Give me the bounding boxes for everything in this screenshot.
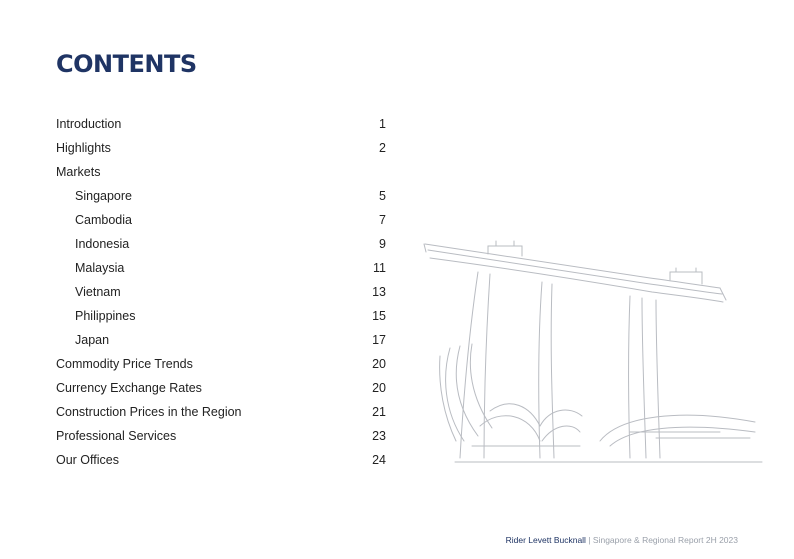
toc-item-page-number: 13: [372, 285, 386, 299]
footer-separator: |: [588, 535, 591, 545]
toc-item-label: Japan: [75, 333, 110, 347]
footer: Rider Levett Bucknall | Singapore & Regi…: [506, 535, 738, 545]
toc-item-our-offices[interactable]: Our Offices 24: [56, 448, 386, 472]
toc-item-commodity-price-trends[interactable]: Commodity Price Trends 20: [56, 352, 386, 376]
toc-item-label: Construction Prices in the Region: [56, 405, 242, 419]
toc-item-malaysia[interactable]: Malaysia 11: [56, 256, 386, 280]
toc-item-currency-exchange-rates[interactable]: Currency Exchange Rates 20: [56, 376, 386, 400]
toc-item-page-number: 11: [373, 261, 386, 275]
toc-item-vietnam[interactable]: Vietnam 13: [56, 280, 386, 304]
toc-item-label: Markets: [56, 165, 101, 179]
toc-item-page-number: 9: [379, 237, 386, 251]
toc-item-page-number: 2: [379, 141, 386, 155]
toc-item-page-number: 24: [372, 453, 386, 467]
page-title: CONTENTS: [56, 50, 197, 78]
toc-item-page-number: 7: [379, 213, 386, 227]
toc-item-page-number: 5: [379, 189, 386, 203]
toc-item-label: Cambodia: [75, 213, 132, 227]
marina-bay-sands-sketch-icon: [420, 236, 765, 471]
toc-item-philippines[interactable]: Philippines 15: [56, 304, 386, 328]
toc-item-introduction[interactable]: Introduction 1: [56, 112, 386, 136]
toc-item-indonesia[interactable]: Indonesia 9: [56, 232, 386, 256]
toc-item-professional-services[interactable]: Professional Services 23: [56, 424, 386, 448]
toc-item-highlights[interactable]: Highlights 2: [56, 136, 386, 160]
toc-item-japan[interactable]: Japan 17: [56, 328, 386, 352]
toc-item-label: Malaysia: [75, 261, 125, 275]
toc-item-page-number: 15: [372, 309, 386, 323]
toc-item-label: Indonesia: [75, 237, 130, 251]
toc-item-page-number: 23: [372, 429, 386, 443]
toc-item-construction-prices[interactable]: Construction Prices in the Region 21: [56, 400, 386, 424]
toc-item-page-number: 17: [372, 333, 386, 347]
toc-item-markets[interactable]: Markets: [56, 160, 386, 184]
toc-item-label: Highlights: [56, 141, 111, 155]
toc-item-label: Our Offices: [56, 453, 119, 467]
toc-item-label: Singapore: [75, 189, 132, 203]
toc-item-label: Introduction: [56, 117, 122, 131]
toc-item-label: Vietnam: [75, 285, 121, 299]
toc-item-singapore[interactable]: Singapore 5: [56, 184, 386, 208]
toc-item-label: Philippines: [75, 309, 136, 323]
footer-report-title: Singapore & Regional Report 2H 2023: [592, 535, 738, 545]
toc-item-page-number: 20: [372, 381, 386, 395]
footer-brand: Rider Levett Bucknall: [505, 535, 586, 545]
toc-item-label: Currency Exchange Rates: [56, 381, 202, 395]
toc-item-page-number: 21: [372, 405, 386, 419]
toc-item-page-number: 20: [372, 357, 386, 371]
toc-item-label: Professional Services: [56, 429, 177, 443]
toc-item-label: Commodity Price Trends: [56, 357, 193, 371]
toc-item-page-number: 1: [379, 117, 386, 131]
toc-item-cambodia[interactable]: Cambodia 7: [56, 208, 386, 232]
